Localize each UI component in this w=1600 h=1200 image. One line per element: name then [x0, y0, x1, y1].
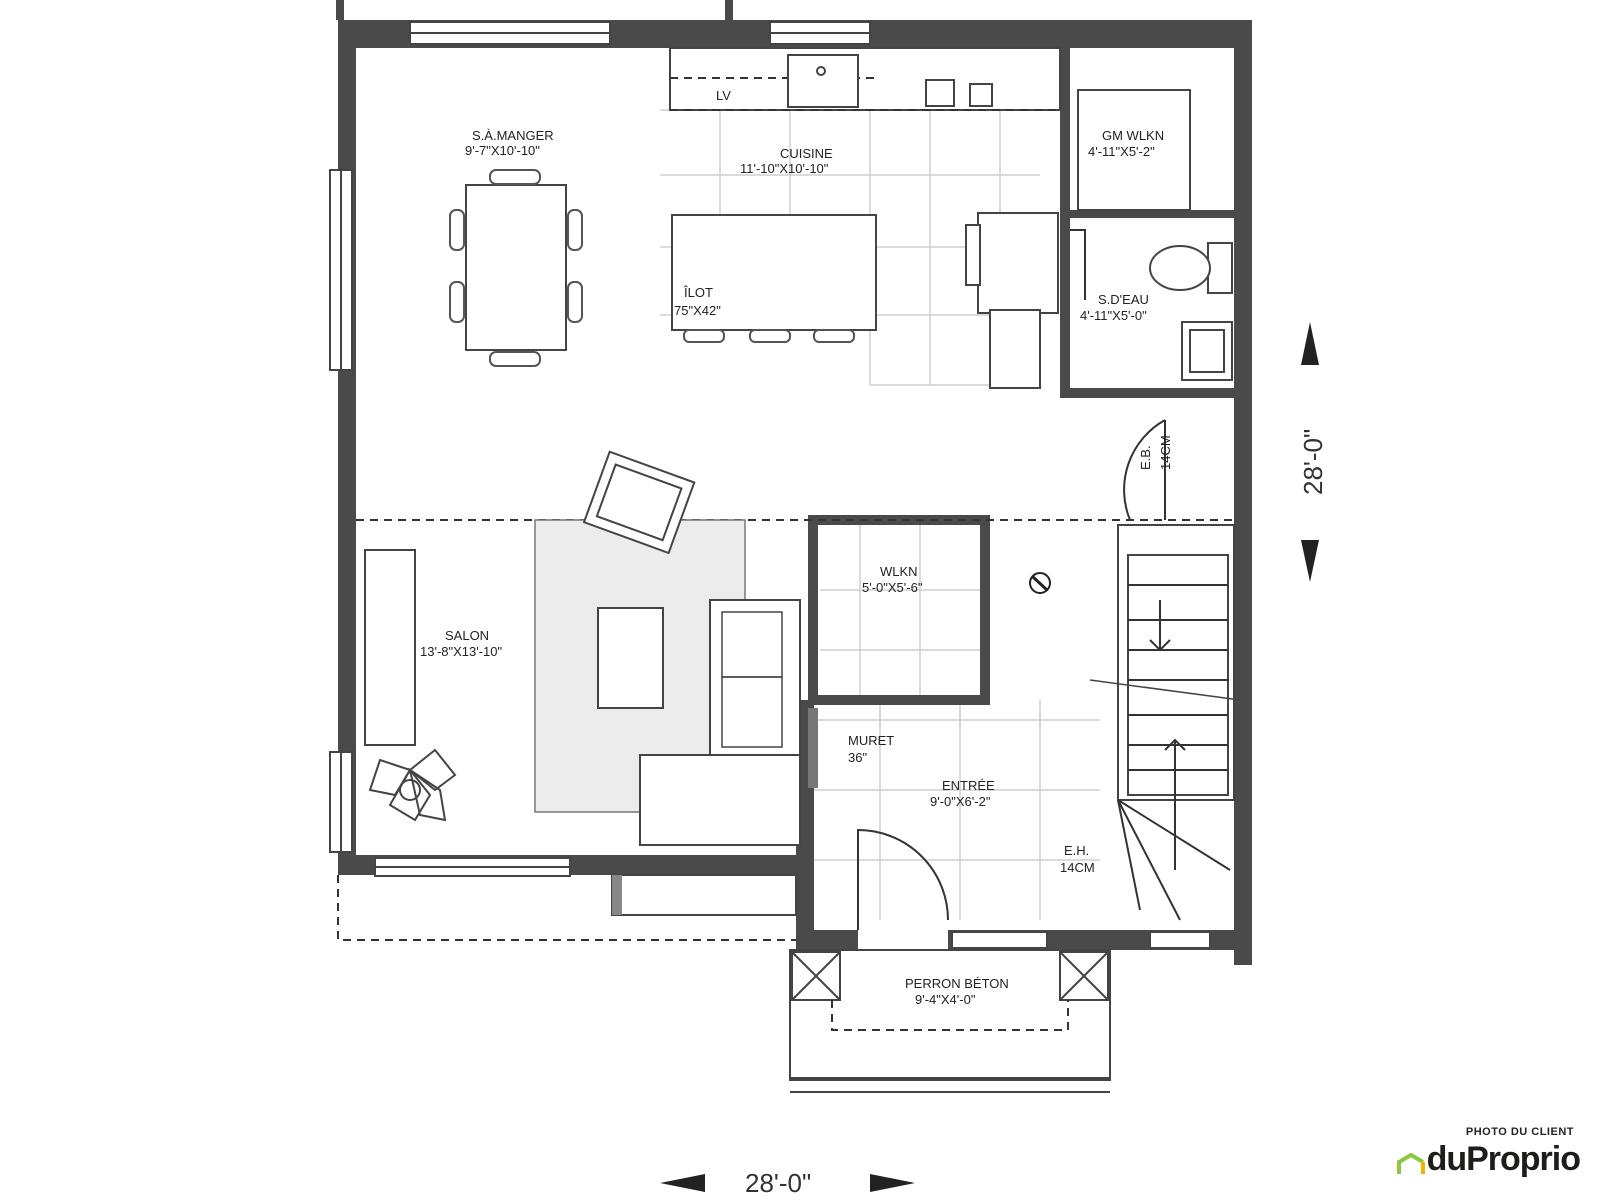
eh-value: 14CM: [1060, 860, 1095, 875]
room-name-dining: S.À.MANGER: [472, 128, 554, 143]
room-name-living: SALON: [445, 628, 489, 643]
logo-tagline: PHOTO DU CLIENT: [1465, 1126, 1574, 1138]
sofa-icon: [639, 599, 801, 846]
door-swings: [857, 229, 1166, 930]
dimension-depth: 28'-0": [1298, 322, 1328, 582]
interior-walls: [808, 48, 1238, 788]
room-name-gm-walkin: GM WLKN: [1102, 128, 1164, 143]
house-logo-icon: [1397, 1152, 1425, 1174]
arrow-left-icon: [660, 1174, 705, 1192]
plant-icon: [368, 748, 457, 822]
room-size-dining: 9'-7"X10'-10": [465, 143, 540, 158]
bay-bumpout: [337, 874, 797, 941]
walkin-tile-grid: [820, 525, 980, 700]
eb-label: E.B.: [1138, 445, 1153, 470]
arrow-down-icon: [1301, 540, 1319, 582]
room-name-porch: PERRON BÉTON: [905, 976, 1009, 991]
coffee-table: [597, 607, 664, 709]
powder-room-fixtures: [1149, 242, 1233, 381]
room-size-gm-walkin: 4'-11"X5'-2": [1088, 144, 1155, 159]
stove-icon: [925, 79, 955, 107]
gm-walkin-shelf: [1077, 89, 1191, 211]
smoke-detector-icon: [1029, 572, 1051, 594]
armchair-icon: [582, 450, 696, 555]
room-size-walkin: 5'-0"X5'-6": [862, 580, 923, 595]
room-labels: S.À.MANGER 9'-7"X10'-10" CUISINE 11'-10"…: [420, 128, 1173, 1007]
muret-height: 36": [848, 750, 867, 765]
room-name-walkin: WLKN: [880, 564, 918, 579]
logo-name: duProprio: [1426, 1140, 1581, 1178]
living-furniture: [364, 450, 801, 846]
pantry-unit: [965, 212, 1059, 389]
room-size-living: 13'-8"X13'-10": [420, 644, 503, 659]
arrow-up-icon: [1301, 322, 1319, 365]
staircase: [1089, 524, 1241, 921]
room-name-entry: ENTRÉE: [942, 778, 995, 793]
toilet-icon: [1149, 245, 1211, 291]
room-size-kitchen: 11'-10"X10'-10": [740, 161, 829, 176]
dishwasher-label: LV: [716, 88, 731, 103]
room-name-powder: S.D'EAU: [1098, 292, 1149, 307]
room-size-entry: 9'-0"X6'-2": [930, 794, 991, 809]
kitchen-counter: LV: [669, 47, 1061, 111]
entry-tile-grid: [810, 700, 1100, 920]
tv-console: [364, 549, 416, 746]
eh-label: E.H.: [1064, 843, 1089, 858]
sink-icon: [787, 54, 859, 108]
room-name-island: ÎLOT: [683, 285, 713, 300]
front-porch: [789, 949, 1111, 1093]
muret-label: MURET: [848, 733, 894, 748]
room-size-island: 75"X42": [674, 303, 721, 318]
arrow-right-icon: [870, 1174, 915, 1192]
exterior-walls: [329, 0, 1252, 965]
overall-depth-label: 28'-0": [1298, 429, 1328, 495]
overall-width-label: 28'-0": [745, 1168, 811, 1198]
room-name-kitchen: CUISINE: [780, 146, 833, 161]
eb-value: 14CM: [1158, 435, 1173, 470]
kitchen-island: [671, 214, 877, 343]
room-size-porch: 9'-4"X4'-0": [915, 992, 976, 1007]
room-size-powder: 4'-11"X5'-0": [1080, 308, 1147, 323]
dining-table: [449, 169, 583, 367]
duproprio-logo: PHOTO DU CLIENT duProprio: [1390, 1126, 1581, 1186]
dimension-width: 28'-0": [660, 1168, 915, 1198]
